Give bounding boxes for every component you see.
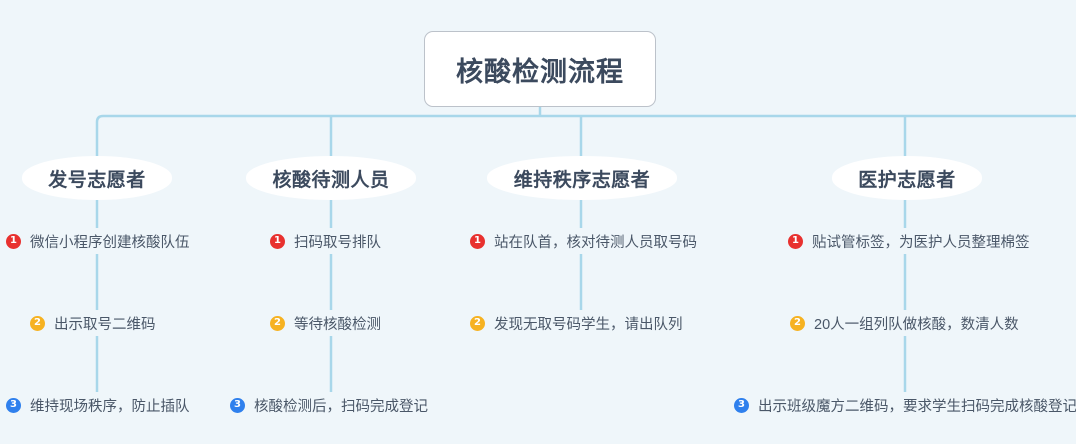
column-header-1[interactable]: 核酸待测人员 [246, 156, 416, 200]
leaf-item[interactable]: 1 微信小程序创建核酸队伍 [6, 228, 194, 254]
step-badge: 3 [734, 397, 749, 413]
leaf-label: 扫码取号排队 [294, 234, 381, 251]
leaf-item[interactable]: 2 20人一组列队做核酸，数清人数 [790, 310, 1023, 336]
column-header-label: 发号志愿者 [48, 169, 146, 191]
leaf-item[interactable]: 2 等待核酸检测 [270, 310, 385, 336]
leaf-item[interactable]: 3 维持现场秩序，防止插队 [6, 392, 194, 418]
step-badge: 3 [230, 397, 245, 413]
root-node[interactable]: 核酸检测流程 [424, 31, 656, 107]
step-badge: 1 [788, 233, 803, 249]
leaf-item[interactable]: 3 出示班级魔方二维码，要求学生扫码完成核酸登记 [734, 392, 1076, 418]
step-badge: 1 [270, 233, 285, 249]
leaf-label: 贴试管标签，为医护人员整理棉签 [812, 234, 1030, 251]
leaf-label: 出示班级魔方二维码，要求学生扫码完成核酸登记 [758, 398, 1076, 415]
leaf-label: 维持现场秩序，防止插队 [30, 398, 190, 415]
root-title: 核酸检测流程 [456, 56, 624, 87]
leaf-label: 等待核酸检测 [294, 316, 381, 333]
step-badge: 2 [30, 315, 45, 331]
column-header-0[interactable]: 发号志愿者 [22, 156, 172, 200]
column-header-3[interactable]: 医护志愿者 [832, 156, 982, 200]
leaf-label: 发现无取号码学生，请出队列 [494, 316, 683, 333]
step-badge: 2 [790, 315, 805, 331]
column-header-label: 维持秩序志愿者 [513, 169, 651, 191]
leaf-item[interactable]: 2 出示取号二维码 [30, 310, 160, 336]
step-badge: 2 [270, 315, 285, 331]
leaf-label: 微信小程序创建核酸队伍 [30, 234, 190, 251]
column-header-label: 医护志愿者 [858, 169, 956, 191]
leaf-label: 站在队首，核对待测人员取号码 [494, 234, 697, 251]
leaf-label: 核酸检测后，扫码完成登记 [254, 398, 428, 415]
leaf-item[interactable]: 1 扫码取号排队 [270, 228, 385, 254]
column-header-label: 核酸待测人员 [272, 169, 390, 191]
step-badge: 1 [6, 233, 21, 249]
step-badge: 3 [6, 397, 21, 413]
step-badge: 2 [470, 315, 485, 331]
column-header-2[interactable]: 维持秩序志愿者 [487, 156, 677, 200]
step-badge: 1 [470, 233, 485, 249]
leaf-item[interactable]: 2 发现无取号码学生，请出队列 [470, 310, 687, 336]
leaf-item[interactable]: 3 核酸检测后，扫码完成登记 [230, 392, 432, 418]
leaf-item[interactable]: 1 站在队首，核对待测人员取号码 [470, 228, 701, 254]
leaf-label: 20人一组列队做核酸，数清人数 [814, 316, 1019, 333]
leaf-item[interactable]: 1 贴试管标签，为医护人员整理棉签 [788, 228, 1034, 254]
leaf-label: 出示取号二维码 [54, 316, 156, 333]
